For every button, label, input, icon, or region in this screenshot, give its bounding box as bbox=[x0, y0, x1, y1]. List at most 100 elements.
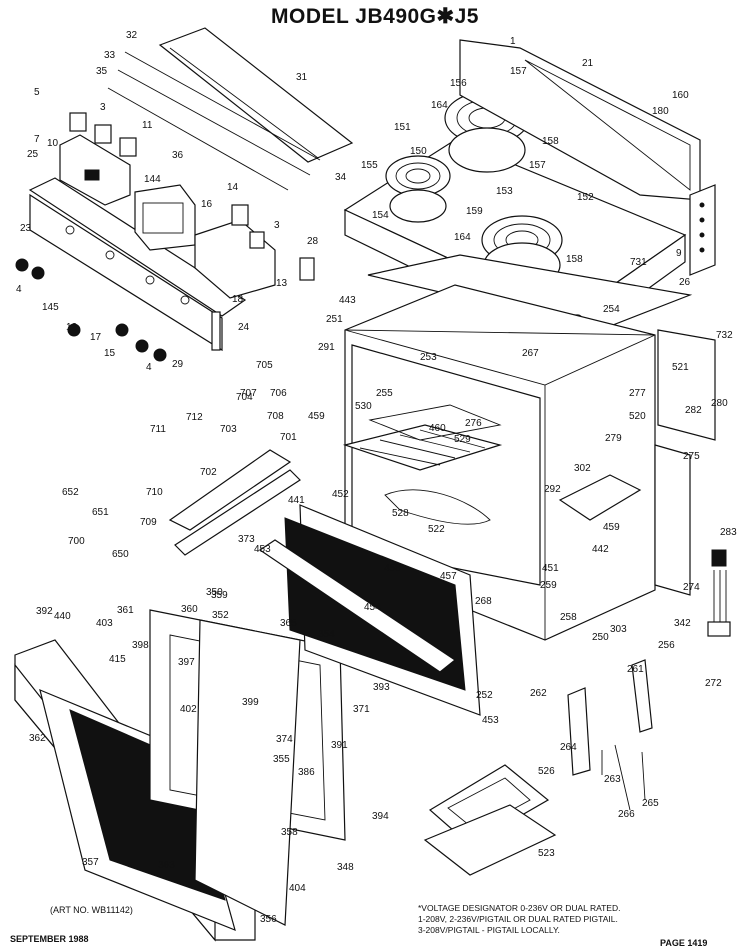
callout-16: 16 bbox=[201, 199, 213, 210]
callout-454: 454 bbox=[364, 602, 381, 613]
broiler-pan-529 bbox=[423, 804, 557, 876]
callout-18: 18 bbox=[232, 294, 244, 305]
callout-440: 440 bbox=[54, 611, 71, 622]
callout-255: 255 bbox=[376, 388, 393, 399]
vent-duct-521 bbox=[558, 474, 642, 521]
callout-164: 164 bbox=[454, 232, 471, 243]
callout-520: 520 bbox=[629, 411, 646, 422]
knobs-4-12-15 bbox=[15, 258, 167, 362]
callout-392: 392 bbox=[36, 606, 53, 617]
door-handle-457 bbox=[258, 539, 457, 673]
callout-352: 352 bbox=[212, 610, 229, 621]
callout-443: 443 bbox=[339, 295, 356, 306]
voltage-note-line: *VOLTAGE DESIGNATOR 0-236V OR DUAL RATED… bbox=[418, 903, 621, 913]
callout-259: 259 bbox=[540, 580, 557, 591]
callout-354: 354 bbox=[318, 629, 335, 640]
callout-459: 459 bbox=[603, 522, 620, 533]
wire-harness-272 bbox=[707, 570, 731, 637]
callout-24: 24 bbox=[238, 322, 250, 333]
callout-152: 152 bbox=[577, 192, 594, 203]
hinge-262-264 bbox=[567, 687, 591, 776]
callout-357: 357 bbox=[82, 857, 99, 868]
backsplash-panel-23 bbox=[28, 177, 247, 352]
callout-277: 277 bbox=[629, 388, 646, 399]
callout-36: 36 bbox=[172, 150, 184, 161]
callout-28: 28 bbox=[307, 236, 319, 247]
diagram-title: MODEL JB490G✱J5 bbox=[271, 5, 479, 28]
callout-391: 391 bbox=[331, 740, 348, 751]
callout-705: 705 bbox=[256, 360, 273, 371]
callout-402: 402 bbox=[180, 704, 197, 715]
callout-453: 453 bbox=[254, 544, 271, 555]
terminal-block-9 bbox=[689, 184, 716, 276]
callout-254: 254 bbox=[603, 304, 620, 315]
callout-258: 258 bbox=[560, 612, 577, 623]
callout-529: 529 bbox=[454, 434, 471, 445]
callout-267: 267 bbox=[522, 348, 539, 359]
oven-cabinet-250 bbox=[344, 284, 656, 641]
callout-707: 707 bbox=[240, 388, 257, 399]
callout-25: 25 bbox=[27, 149, 39, 160]
callout-280: 280 bbox=[711, 398, 728, 409]
callout-145: 145 bbox=[42, 302, 59, 313]
bake-element-528 bbox=[384, 489, 491, 525]
callout-9: 9 bbox=[676, 248, 682, 259]
callout-652: 652 bbox=[62, 487, 79, 498]
callout-521: 521 bbox=[672, 362, 689, 373]
surface-unit-150 bbox=[385, 155, 451, 223]
callout-158: 158 bbox=[566, 254, 583, 265]
callout-374: 374 bbox=[276, 734, 293, 745]
switches-3-11-14 bbox=[69, 112, 315, 281]
control-bracket-10 bbox=[59, 134, 131, 206]
footer-date: SEPTEMBER 1988 bbox=[10, 934, 89, 944]
voltage-designator-note: *VOLTAGE DESIGNATOR 0-236V OR DUAL RATED… bbox=[418, 903, 620, 936]
callout-282: 282 bbox=[685, 405, 702, 416]
callout-13: 13 bbox=[276, 278, 288, 289]
art-number: (ART NO. WB11142) bbox=[50, 905, 133, 915]
callout-164: 164 bbox=[431, 100, 448, 111]
callout-14: 14 bbox=[227, 182, 239, 193]
callout-144: 144 bbox=[144, 174, 161, 185]
callout-404: 404 bbox=[289, 883, 306, 894]
callout-399: 399 bbox=[242, 697, 259, 708]
callout-4: 4 bbox=[146, 362, 152, 373]
callout-3: 3 bbox=[100, 102, 106, 113]
callout-365: 365 bbox=[280, 618, 297, 629]
callout-393: 393 bbox=[373, 682, 390, 693]
callout-398: 398 bbox=[132, 640, 149, 651]
callout-157: 157 bbox=[529, 160, 546, 171]
callout-460: 460 bbox=[429, 423, 446, 434]
callout-704: 704 bbox=[236, 392, 253, 403]
callout-362: 362 bbox=[29, 733, 46, 744]
callout-151: 151 bbox=[394, 122, 411, 133]
callout-263: 263 bbox=[604, 774, 621, 785]
callout-458: 458 bbox=[384, 563, 401, 574]
callout-302: 302 bbox=[574, 463, 591, 474]
callout-31: 31 bbox=[296, 72, 308, 83]
callout-160: 160 bbox=[672, 90, 689, 101]
callout-712: 712 bbox=[186, 412, 203, 423]
callout-415: 415 bbox=[109, 654, 126, 665]
footer-page: PAGE 1419 bbox=[660, 938, 708, 948]
terminal-block-291 bbox=[711, 549, 727, 567]
callout-711: 711 bbox=[150, 424, 166, 435]
callout-274: 274 bbox=[683, 582, 700, 593]
door-inner-panel-441 bbox=[194, 619, 301, 926]
door-outer-panel-359 bbox=[39, 688, 236, 932]
callout-358: 358 bbox=[281, 827, 298, 838]
callout-283: 283 bbox=[720, 527, 737, 538]
callout-700: 700 bbox=[68, 536, 85, 547]
callout-452: 452 bbox=[332, 489, 349, 500]
callout-35: 35 bbox=[96, 66, 108, 77]
callout-29: 29 bbox=[172, 359, 184, 370]
callout-256: 256 bbox=[658, 640, 675, 651]
callout-361: 361 bbox=[117, 605, 134, 616]
callout-272: 272 bbox=[705, 678, 722, 689]
callout-386: 386 bbox=[298, 767, 315, 778]
callout-732: 732 bbox=[716, 330, 733, 341]
callout-262: 262 bbox=[530, 688, 547, 699]
callout-526: 526 bbox=[538, 766, 555, 777]
callout-5: 5 bbox=[34, 87, 40, 98]
springs-263-266-267 bbox=[601, 744, 646, 811]
